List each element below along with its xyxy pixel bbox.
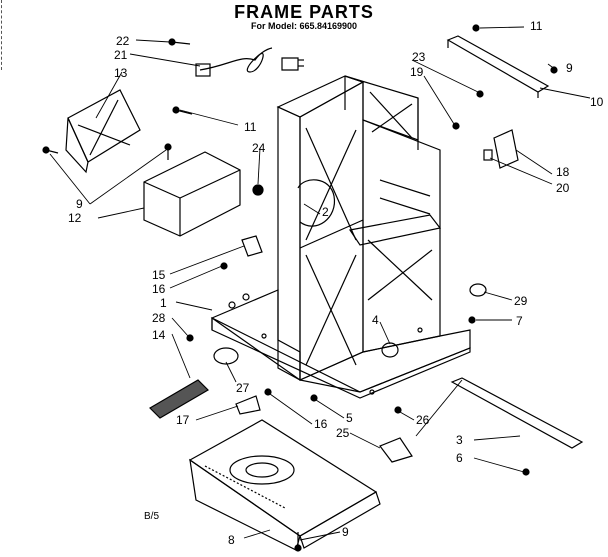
callout-label: 26	[416, 413, 430, 427]
scan-edge-mark	[1, 0, 4, 70]
callout-label: 22	[116, 34, 130, 48]
callout-label: 14	[152, 328, 166, 342]
cabinet-frame	[210, 75, 471, 399]
callout-label: 9	[342, 525, 349, 539]
callout-label: 28	[152, 311, 166, 325]
callout-label: 9	[76, 197, 83, 211]
side-rail	[450, 377, 584, 449]
callout-label: 21	[114, 48, 128, 62]
base-pan	[188, 419, 381, 551]
cover-shield	[143, 151, 241, 237]
hardware-parts	[42, 24, 558, 552]
callout-label: 12	[68, 211, 82, 225]
callout-label: 4	[372, 313, 379, 327]
callout-label: 15	[152, 268, 166, 282]
callout-label: 11	[244, 120, 257, 134]
callout-label: 13	[114, 66, 128, 80]
model-line: For Model: 665.84169900	[250, 21, 358, 31]
callout-label: 8	[228, 533, 235, 547]
callout-label: 1	[160, 296, 167, 310]
callout-label: 16	[314, 417, 328, 431]
callout-label: 5	[346, 411, 353, 425]
callout-label: 16	[152, 282, 166, 296]
callout-label: 25	[336, 426, 350, 440]
switch-assembly	[483, 129, 519, 169]
callout-label: 20	[556, 181, 570, 195]
filter-strip	[149, 379, 209, 419]
callout-label: 6	[456, 451, 463, 465]
callout-label: 7	[516, 314, 523, 328]
top-rail	[446, 35, 550, 98]
power-cord	[195, 47, 304, 77]
callout-label: 23	[412, 50, 426, 64]
callout-label: 17	[176, 413, 190, 427]
callout-label: 2	[322, 205, 329, 219]
page-title: FRAME PARTS	[234, 2, 374, 22]
callout-label: 24	[252, 141, 266, 155]
callout-label: 9	[566, 61, 573, 75]
callout-label: 29	[514, 294, 528, 308]
callout-label: 11	[530, 19, 543, 33]
mounting-bracket	[65, 89, 141, 174]
callout-label: 18	[556, 165, 570, 179]
callout-label: 10	[590, 95, 604, 109]
sheet-note: B/5	[144, 511, 160, 522]
callout-label: 27	[236, 381, 250, 395]
callout-label: 19	[410, 65, 424, 79]
callout-label: 3	[456, 433, 463, 447]
leader-lines	[49, 26, 591, 541]
